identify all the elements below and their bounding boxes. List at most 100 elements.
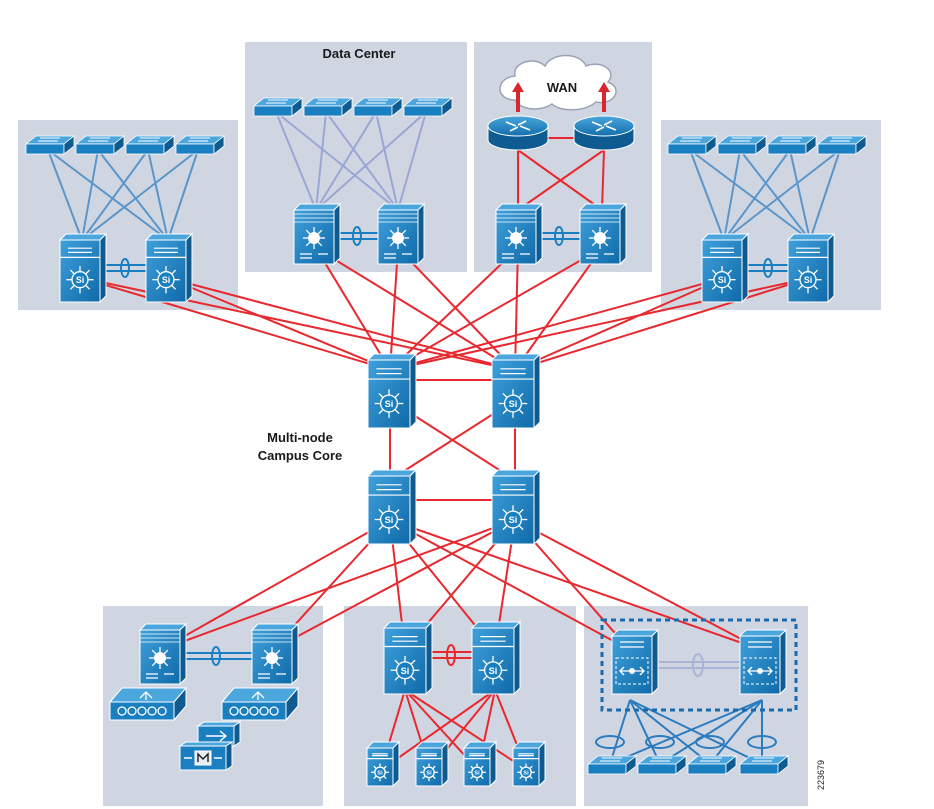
dc-port-channel — [336, 226, 378, 246]
routed-access-switch: Si — [365, 740, 401, 788]
access-link — [81, 149, 99, 241]
uplink-to-core — [514, 247, 519, 371]
access-link — [723, 149, 791, 241]
access-link — [789, 149, 811, 241]
vss-member-switch-b — [738, 628, 788, 696]
uplink-to-core — [81, 277, 391, 371]
figure-id: 223679 — [816, 760, 826, 790]
routed-access-switch: Si — [511, 740, 547, 788]
si-mark: Si — [385, 515, 394, 525]
si-mark: Si — [474, 771, 480, 777]
server-link — [325, 111, 399, 211]
si-mark: Si — [76, 275, 84, 285]
zone-data-center — [245, 42, 467, 272]
si-mark: Si — [162, 275, 170, 285]
wan-label: WAN — [547, 80, 577, 95]
services-switch-a — [138, 622, 188, 686]
si-mark: Si — [509, 399, 518, 409]
access-switch-icon — [74, 135, 126, 155]
wan-cloud-icon — [499, 54, 617, 111]
core-switch-1: Si — [366, 352, 418, 430]
server-link — [275, 111, 317, 211]
wlan-controller-icon — [220, 686, 300, 722]
core-label-line2: Campus Core — [258, 448, 343, 463]
access-link — [723, 149, 741, 241]
wan-uplink-arrow — [598, 82, 610, 112]
access-link — [689, 149, 811, 241]
services-port-channel — [180, 646, 252, 666]
access-link — [97, 149, 169, 241]
server-link — [315, 111, 327, 211]
access-link — [81, 149, 199, 241]
core-label-line1: Multi-node — [267, 430, 333, 445]
access-link — [689, 149, 725, 241]
access-link — [47, 149, 169, 241]
access-link — [809, 149, 841, 241]
uplink-to-core — [389, 247, 603, 371]
core-switch-4: Si — [490, 468, 542, 546]
access-switch-icon — [636, 755, 688, 775]
downlink-to-core — [159, 519, 391, 651]
core-switch-3: Si — [366, 468, 418, 546]
downlink-to-core — [514, 519, 763, 651]
vss-link — [656, 653, 740, 677]
uplink-to-core — [514, 277, 811, 371]
uplink-to-core — [514, 247, 603, 371]
wan-firewall-switch-a — [494, 202, 544, 266]
access-switch-icon — [302, 97, 354, 117]
multichassis-etherchannel — [595, 735, 625, 749]
si-mark: Si — [509, 515, 518, 525]
virtual-switching-system-boundary — [600, 618, 798, 712]
distribution-switch-right-a: Si — [700, 232, 750, 304]
si-mark: Si — [426, 771, 432, 777]
media-convergence-server-icon — [178, 741, 234, 771]
si-mark: Si — [489, 666, 498, 676]
access-switch-icon — [766, 135, 818, 155]
si-mark: Si — [804, 275, 812, 285]
distribution-port-channel — [748, 258, 788, 278]
server-link — [315, 111, 377, 211]
si-mark: Si — [401, 666, 410, 676]
routed-access-switch: Si — [414, 740, 450, 788]
routed-access-switch: Si — [462, 740, 498, 788]
routed-distribution-switch-b: Si — [470, 620, 522, 696]
routed-distribution-switch-a: Si — [382, 620, 434, 696]
access-link — [81, 149, 149, 241]
uplink-to-core — [167, 277, 391, 371]
si-mark: Si — [377, 771, 383, 777]
access-switch-icon — [586, 755, 638, 775]
dc-firewall-switch-b — [376, 202, 426, 266]
distribution-switch-left-a: Si — [58, 232, 108, 304]
access-switch-icon — [124, 135, 176, 155]
uplink-to-core — [389, 277, 725, 371]
downlink-to-core — [389, 519, 763, 651]
routed-access-link — [404, 689, 528, 771]
uplink-to-core — [514, 277, 725, 371]
downlink-to-core — [159, 519, 516, 651]
server-link — [397, 111, 427, 211]
core-switch-2: Si — [490, 352, 542, 430]
access-switch-icon — [816, 135, 868, 155]
wlan-controller-icon — [108, 686, 188, 722]
downlink-to-core — [389, 519, 631, 651]
wan-edge-link — [601, 149, 605, 211]
access-switch-icon — [24, 135, 76, 155]
server-link — [275, 111, 399, 211]
wan-edge-link — [517, 149, 605, 211]
wan-port-channel — [538, 226, 580, 246]
access-switch-icon — [738, 755, 790, 775]
wan-router-a — [487, 115, 549, 151]
multichassis-etherchannel — [645, 735, 675, 749]
wan-uplink-arrow — [512, 82, 524, 112]
access-link — [723, 149, 841, 241]
vss-member-switch-a — [610, 628, 660, 696]
access-link — [739, 149, 811, 241]
access-switch-icon — [666, 135, 718, 155]
uplink-to-core — [389, 247, 399, 371]
uplink-to-core — [397, 247, 516, 371]
distribution-port-channel — [104, 258, 146, 278]
access-switch-icon — [252, 97, 304, 117]
access-switch-icon — [174, 135, 226, 155]
access-switch-icon — [716, 135, 768, 155]
data-center-label: Data Center — [323, 46, 396, 61]
